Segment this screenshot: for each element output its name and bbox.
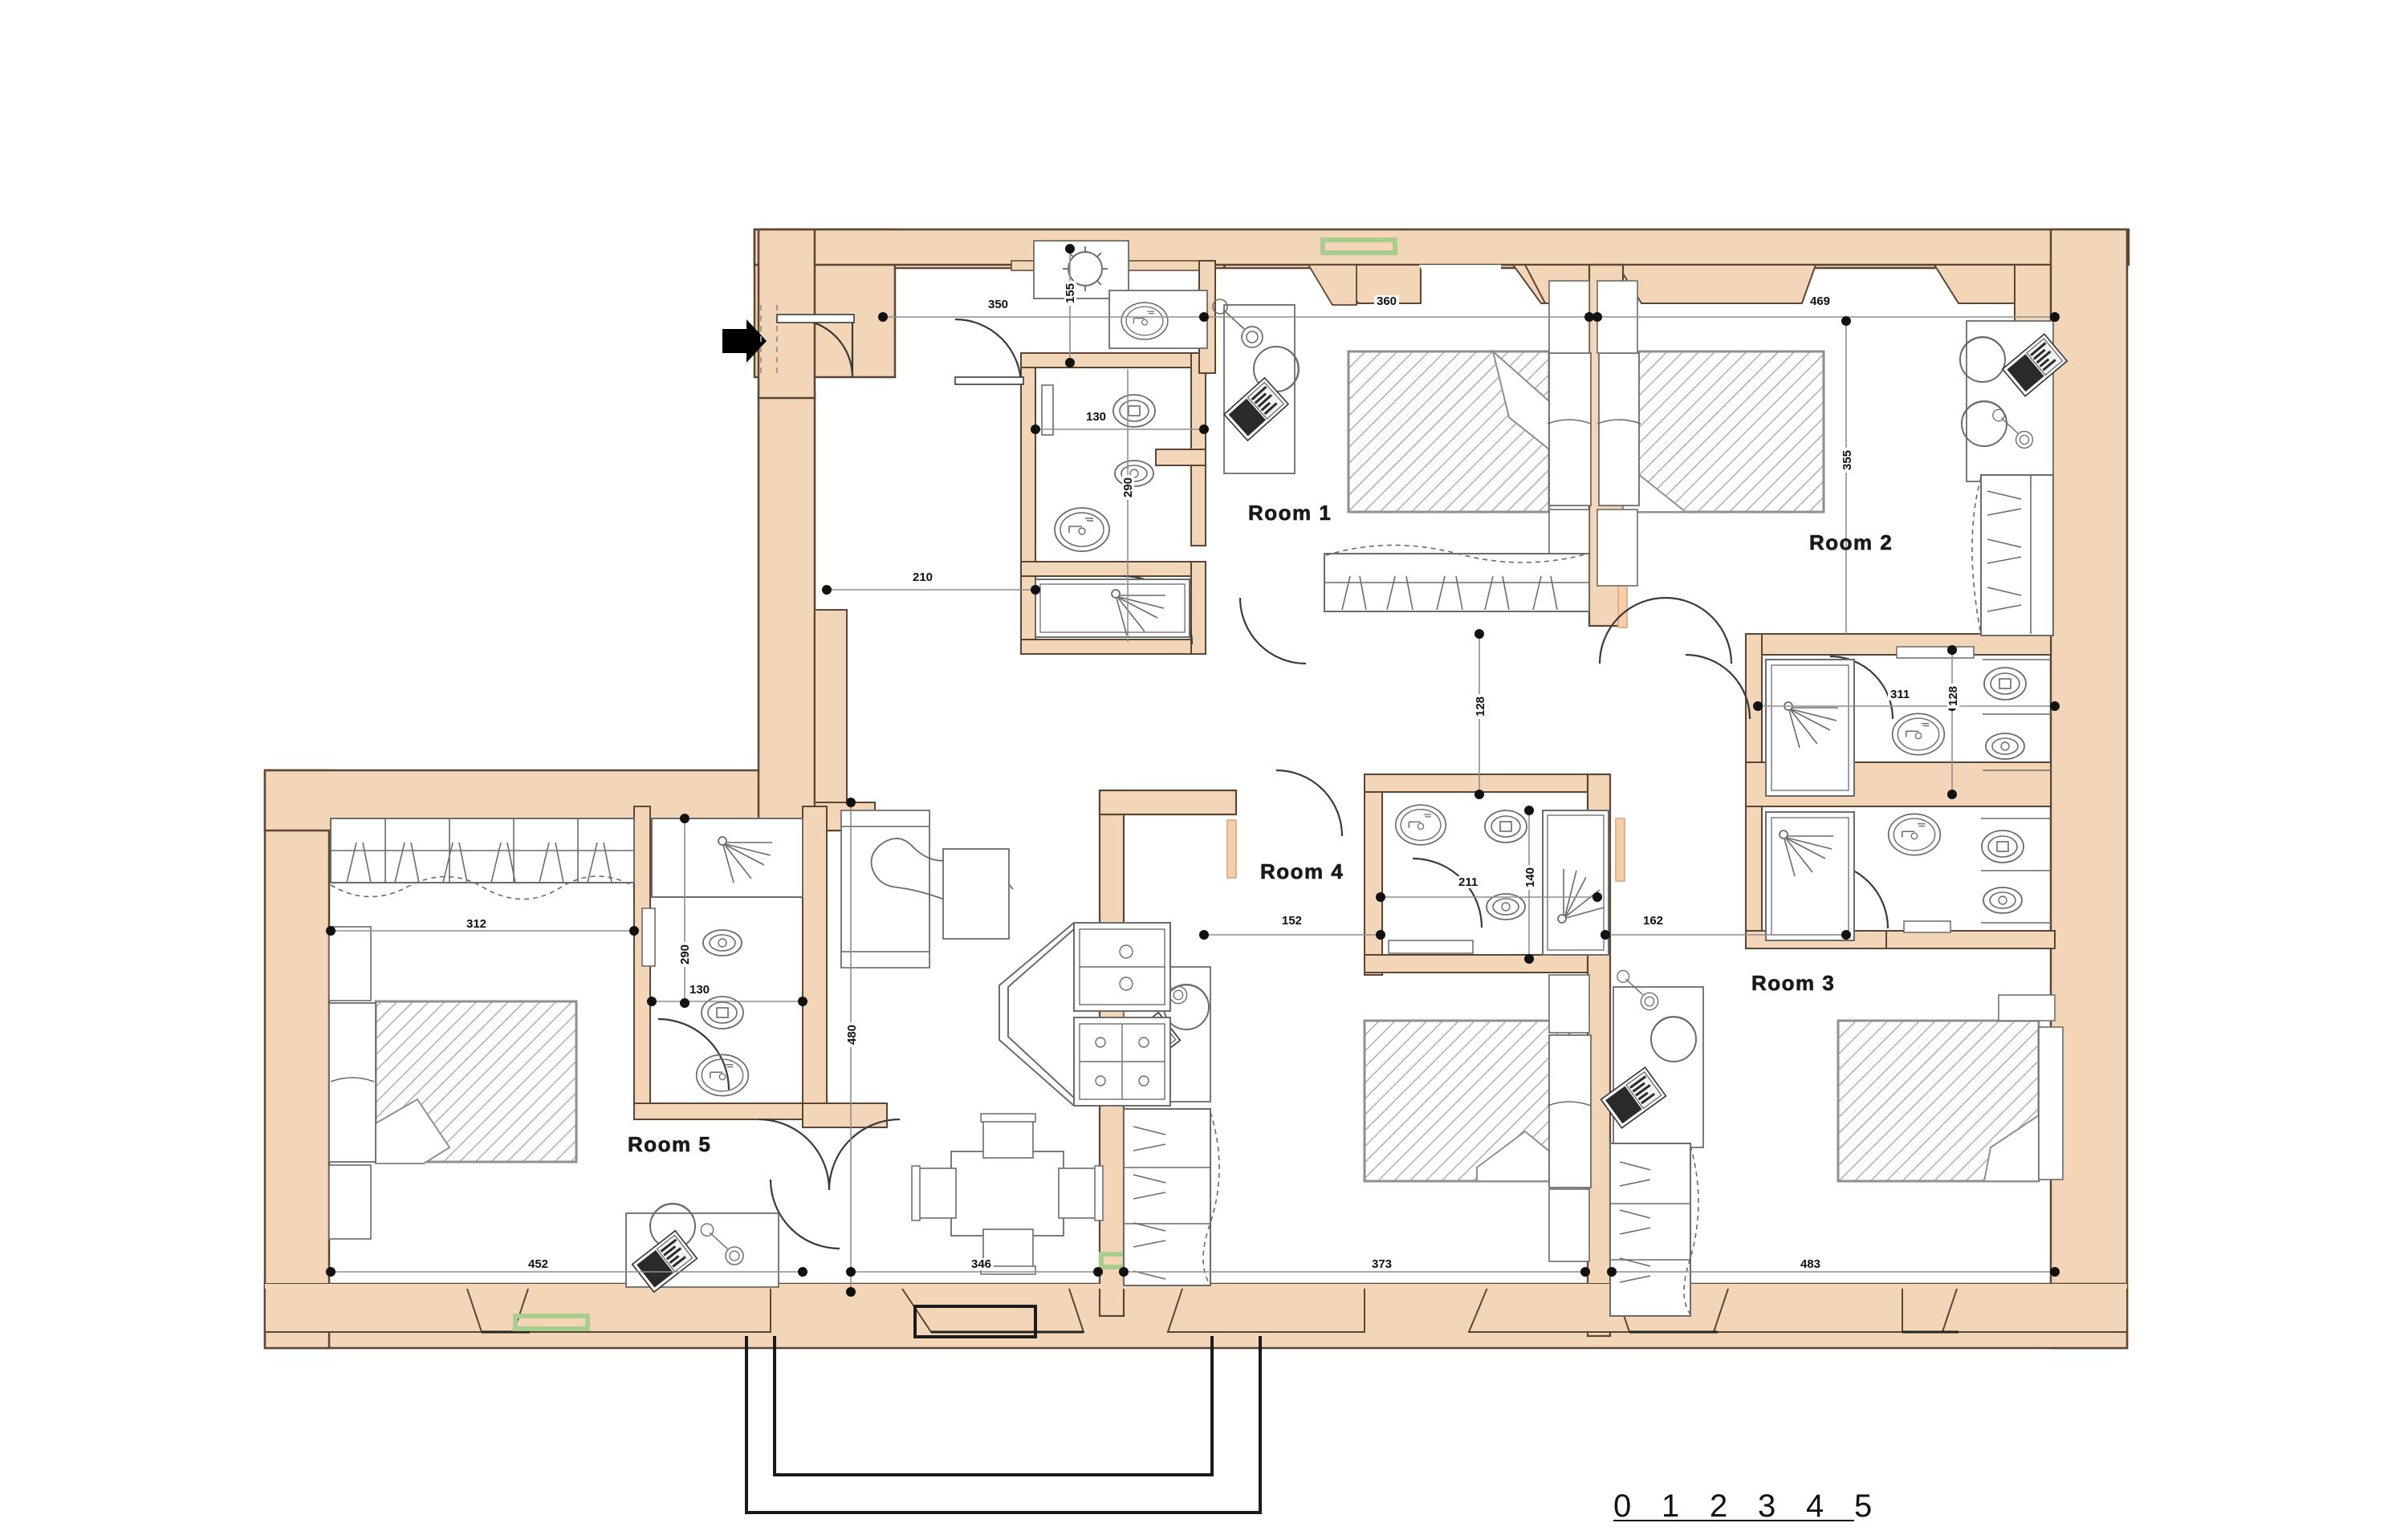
dimension-130a: 130 bbox=[1084, 411, 1109, 423]
room4-bathroom-fixtures bbox=[1388, 804, 1609, 956]
dimension-152: 152 bbox=[1279, 915, 1305, 927]
room1-furniture bbox=[1212, 280, 1592, 612]
hallway-wc-fixtures bbox=[1033, 240, 1208, 349]
scale-tick-0: 0 bbox=[1613, 1488, 1632, 1524]
room5-furniture bbox=[328, 818, 779, 1293]
dimension-360: 360 bbox=[1374, 295, 1400, 307]
dimension-312: 312 bbox=[464, 918, 490, 930]
door-accent-markers bbox=[1226, 577, 1628, 882]
dimension-290b: 290 bbox=[678, 941, 692, 968]
room-label-room4: Room 4 bbox=[1260, 859, 1344, 884]
room2-furniture bbox=[1597, 280, 2068, 636]
dimension-162: 162 bbox=[1641, 915, 1666, 927]
dimension-355: 355 bbox=[1841, 447, 1854, 473]
dimension-480: 480 bbox=[845, 1021, 859, 1048]
room2-bathroom-fixtures bbox=[1765, 646, 2051, 797]
room-label-room2: Room 2 bbox=[1809, 530, 1893, 555]
dimension-452: 452 bbox=[526, 1258, 551, 1270]
dimension-346: 346 bbox=[969, 1258, 995, 1270]
dimension-483: 483 bbox=[1798, 1258, 1824, 1270]
dimension-469: 469 bbox=[1808, 295, 1833, 307]
scale-tick-1: 1 bbox=[1662, 1488, 1680, 1524]
dimension-311: 311 bbox=[1888, 688, 1913, 701]
scale-tick-4: 4 bbox=[1806, 1488, 1824, 1524]
scale-tick-5: 5 bbox=[1854, 1488, 1873, 1524]
dimension-210: 210 bbox=[910, 571, 936, 583]
living-kitchen-furniture bbox=[840, 810, 1171, 1275]
room-label-room1: Room 1 bbox=[1248, 501, 1332, 526]
dimension-end-dots bbox=[326, 244, 2060, 1297]
scale-tick-2: 2 bbox=[1710, 1488, 1728, 1524]
terrace-outline bbox=[745, 1305, 1262, 1514]
dimension-155: 155 bbox=[1064, 280, 1077, 307]
dimension-211: 211 bbox=[1456, 876, 1481, 888]
dimension-128b: 128 bbox=[1474, 693, 1487, 720]
dimension-140: 140 bbox=[1523, 864, 1537, 891]
dimension-130b: 130 bbox=[687, 984, 713, 996]
dimension-373: 373 bbox=[1369, 1258, 1395, 1270]
scale-tick-3: 3 bbox=[1758, 1488, 1776, 1524]
dimension-lines bbox=[331, 249, 2055, 1292]
room5-bathroom-fixtures bbox=[641, 818, 803, 1097]
room4-furniture bbox=[1114, 963, 1592, 1286]
room3-bathroom-fixtures bbox=[1765, 811, 2051, 941]
room-label-room3: Room 3 bbox=[1751, 971, 1836, 996]
dimension-350: 350 bbox=[986, 298, 1011, 311]
room3-furniture bbox=[1600, 969, 2064, 1317]
room1-bathroom-fixtures bbox=[1035, 384, 1190, 638]
room-label-room5: Room 5 bbox=[628, 1132, 712, 1157]
dimension-290a: 290 bbox=[1121, 474, 1135, 501]
dimension-128a: 128 bbox=[1946, 683, 1960, 709]
window-alcoves-bottom bbox=[264, 1283, 2128, 1334]
